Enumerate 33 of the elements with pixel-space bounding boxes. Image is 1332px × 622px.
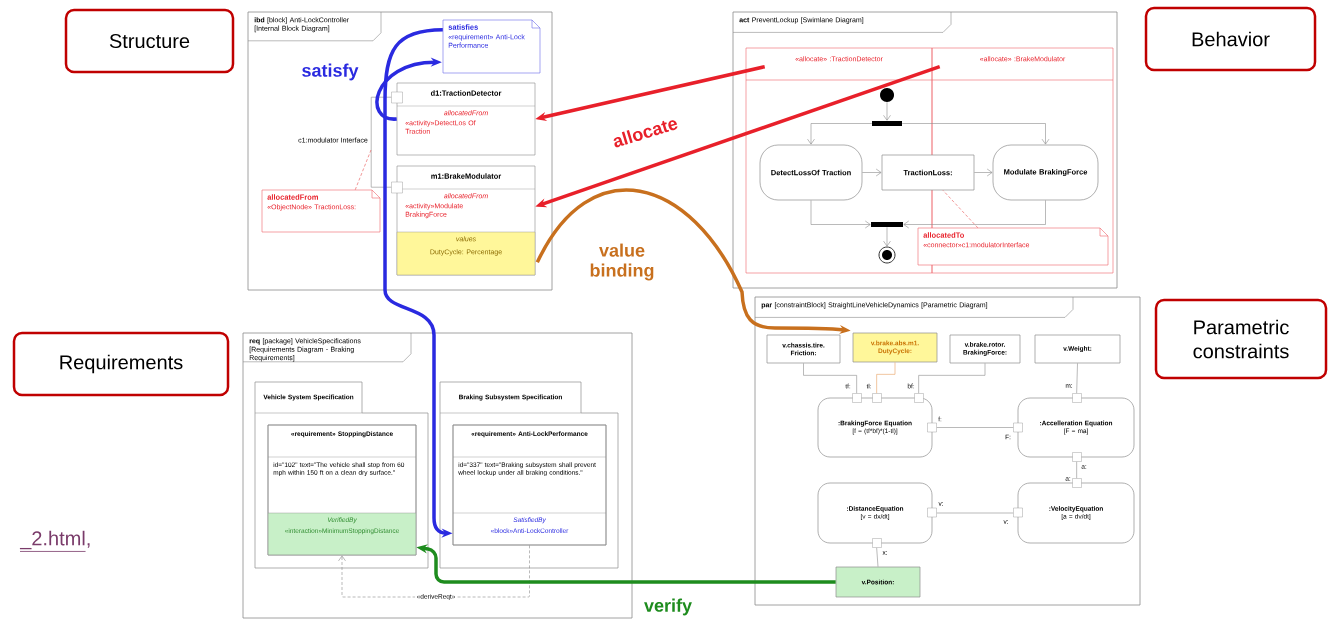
binding-connector — [876, 547, 879, 567]
flow-arrow — [901, 123, 1050, 145]
flow-arrow — [807, 123, 873, 145]
binding-connector — [876, 362, 896, 394]
initial-node — [880, 88, 894, 102]
flow-arrow — [883, 226, 891, 247]
callout-box: Parametric constraints — [1154, 298, 1328, 380]
edge-label: verify — [644, 598, 692, 616]
binding-connector — [936, 512, 1014, 514]
edge-label: value binding — [590, 243, 654, 281]
binding-connector — [1076, 363, 1078, 394]
connector — [370, 96, 392, 188]
flow-arrow — [974, 168, 993, 177]
flow-arrow — [903, 200, 1046, 229]
join-bar — [871, 222, 903, 227]
dependency-arrow — [338, 545, 530, 598]
binding-connector — [803, 363, 857, 394]
edge-label: satisfy — [302, 63, 359, 81]
callout-box: Structure — [64, 8, 235, 74]
final-node — [878, 246, 896, 264]
binding-connector — [1076, 461, 1077, 479]
flow-arrow — [810, 200, 871, 229]
flow-arrow — [862, 168, 882, 177]
edge-label: allocate — [613, 120, 678, 148]
flow-arrow — [883, 101, 891, 121]
binding-connector — [918, 363, 986, 394]
link-text: _2.html, — [19, 530, 90, 552]
callout-box: Requirements — [12, 331, 230, 397]
binding-connector — [936, 427, 1014, 428]
fork-bar — [872, 121, 902, 126]
leader-line — [942, 190, 979, 229]
leader-line — [354, 149, 372, 191]
callout-box: Behavior — [1144, 6, 1317, 72]
